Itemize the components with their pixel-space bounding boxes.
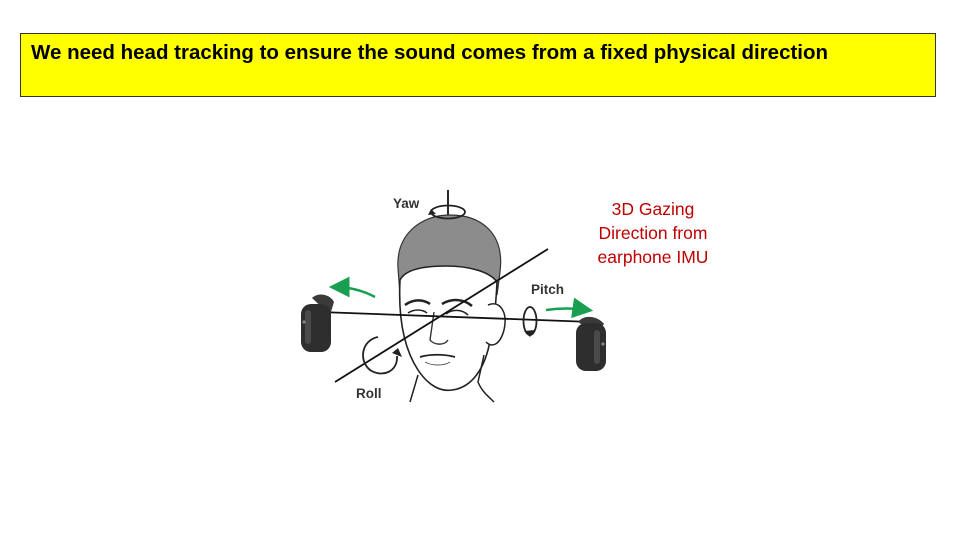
caption-line: earphone IMU — [597, 247, 709, 267]
left-earbud-icon — [301, 294, 334, 352]
pitch-axis — [319, 311, 593, 323]
caption-line: Direction from — [598, 223, 708, 243]
roll-label: Roll — [356, 386, 382, 401]
yaw-rotation-arrow-icon — [428, 204, 466, 220]
yaw-label: Yaw — [393, 196, 420, 211]
imu-caption: 3D Gazing Direction from earphone IMU — [578, 197, 728, 269]
pitch-label: Pitch — [531, 282, 564, 297]
slide-title: We need head tracking to ensure the soun… — [20, 33, 936, 97]
caption-line: 3D Gazing — [611, 199, 695, 219]
pitch-rotation-arrow-icon — [522, 306, 538, 337]
roll-axis — [334, 248, 549, 383]
roll-rotation-arrow-icon — [362, 336, 402, 375]
left-motion-arrow-icon — [328, 276, 376, 299]
right-motion-arrow-icon — [545, 297, 594, 319]
right-earbud-icon — [576, 316, 606, 371]
